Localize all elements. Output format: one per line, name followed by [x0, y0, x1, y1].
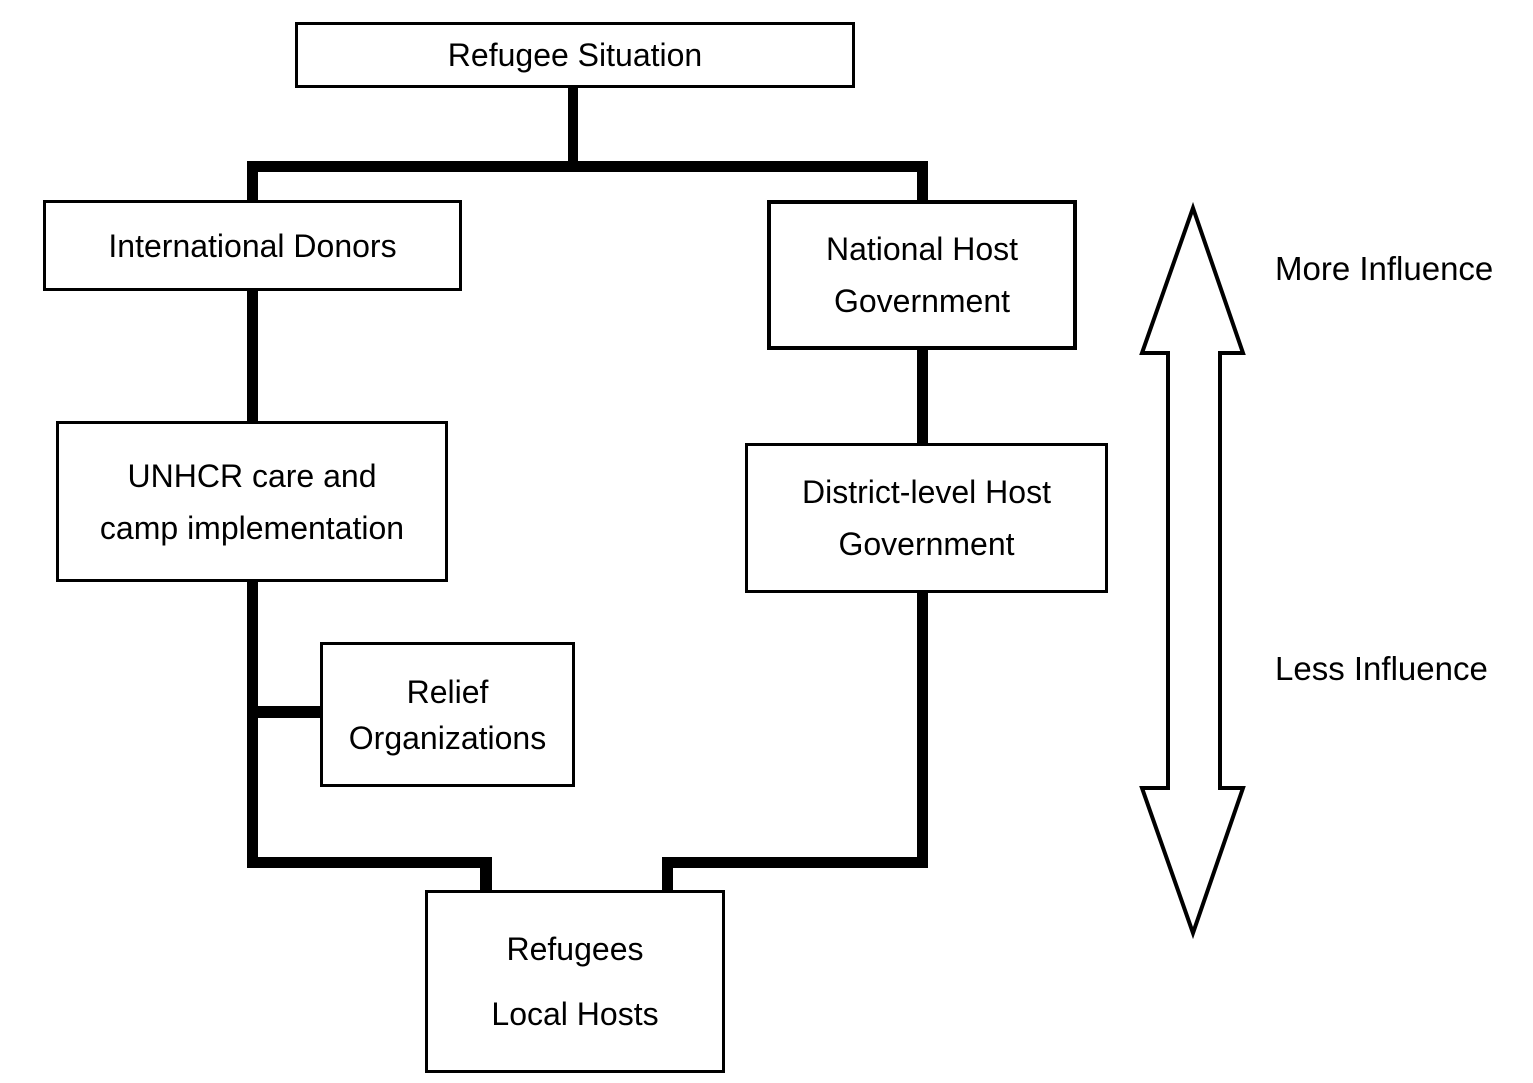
more-influence-label: More Influence — [1275, 250, 1494, 287]
node-unhcr-label-line-2: camp implementation — [99, 509, 405, 546]
node-national-host-government-label-line-1: National Host — [825, 231, 1019, 267]
node-international-donors: International Donors — [43, 200, 462, 291]
less-influence-label: Less Influence — [1275, 650, 1488, 687]
connector-top-horizontal — [247, 161, 928, 172]
node-district-level-host-government: District-level Host Government — [745, 443, 1108, 593]
connector-bottom-right-horizontal — [662, 857, 928, 868]
node-district-host-label-line-2: Government — [838, 526, 1015, 562]
node-refugee-situation: Refugee Situation — [295, 22, 855, 88]
node-unhcr-care-camp-implementation: UNHCR care and camp implementation — [56, 421, 448, 582]
node-local-hosts-label: Local Hosts — [491, 996, 659, 1032]
node-relief-label-line-1: Relief — [406, 673, 489, 710]
node-relief-label-line-2: Organizations — [348, 719, 547, 756]
node-unhcr-label-line-1: UNHCR care and — [127, 457, 377, 494]
connector-refugee-situation-stub — [568, 88, 578, 163]
connector-relief-branch — [247, 706, 323, 718]
connector-right-drop — [662, 857, 673, 893]
node-international-donors-label: International Donors — [108, 227, 397, 264]
node-national-host-government-label-line-2: Government — [833, 283, 1011, 319]
influence-double-arrow-icon — [1139, 201, 1246, 940]
connector-left-drop — [480, 857, 492, 893]
node-district-host-label-line-1: District-level Host — [802, 474, 1051, 510]
double-arrow-shape — [1139, 201, 1246, 940]
connector-bottom-left-horizontal — [247, 857, 492, 868]
node-relief-organizations: Relief Organizations — [320, 642, 575, 787]
node-refugees-local-hosts: Refugees Local Hosts — [425, 890, 725, 1073]
node-refugee-situation-label: Refugee Situation — [447, 37, 703, 73]
node-refugees-label: Refugees — [506, 931, 644, 967]
node-national-host-government: National Host Government — [767, 200, 1077, 350]
